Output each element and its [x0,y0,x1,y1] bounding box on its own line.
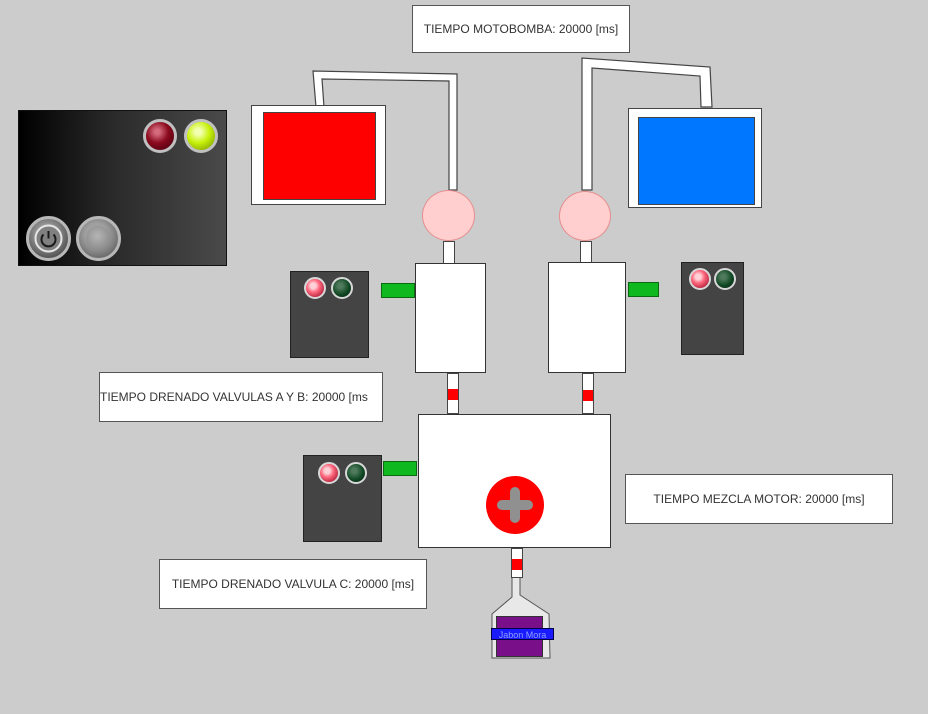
pump-b[interactable] [559,191,611,241]
motobomba-time-label: TIEMPO MOTOBOMBA: 20000 [ms] [412,5,630,53]
drain-pipe-b [582,373,594,414]
red-indicator-icon [143,119,177,153]
drain-valve-b-closed [583,390,593,401]
tank-a-liquid [263,112,376,200]
indicator-panel-c [303,455,382,542]
drain-pipe-c [511,548,523,578]
stop-button-icon [86,226,111,251]
power-button[interactable] [26,216,71,261]
tank-b-liquid [638,117,755,205]
pump-a-outlet [443,241,455,264]
green-indicator-icon [714,268,736,290]
indicator-panel-a [290,271,369,358]
mixer-tank [418,414,611,548]
drain-pipe-a [447,373,459,414]
control-panel [18,110,227,266]
green-indicator-icon [331,277,353,299]
red-indicator-icon [318,462,340,484]
red-indicator-icon [304,277,326,299]
mezcla-motor-time-label: TIEMPO MEZCLA MOTOR: 20000 [ms] [625,474,893,524]
plus-motor-icon [497,487,533,523]
red-indicator-icon [689,268,711,290]
pump-b-outlet [580,241,592,263]
drain-valve-a-closed [448,389,458,400]
pump-a[interactable] [422,190,475,241]
mixer-motor[interactable] [486,476,544,534]
indicator-panel-b [681,262,744,355]
green-indicator-icon [345,462,367,484]
stop-button[interactable] [76,216,121,261]
green-indicator-icon [184,119,218,153]
tank-b [628,108,762,208]
vessel-a [415,263,486,373]
drenado-ab-time-label: TIEMPO DRENADO VALVULAS A Y B: 20000 [ms [99,372,383,422]
pipe-tank-b [581,57,713,191]
valve-b[interactable] [628,282,659,297]
power-button-icon [34,224,63,253]
valve-a[interactable] [381,283,415,298]
drain-valve-c-closed [512,559,522,570]
product-label: Jabon Mora [491,628,554,640]
drenado-c-time-label: TIEMPO DRENADO VALVULA C: 20000 [ms] [159,559,427,609]
tank-a [251,105,386,205]
valve-mixer-inlet[interactable] [383,461,417,476]
vessel-b [548,262,626,373]
